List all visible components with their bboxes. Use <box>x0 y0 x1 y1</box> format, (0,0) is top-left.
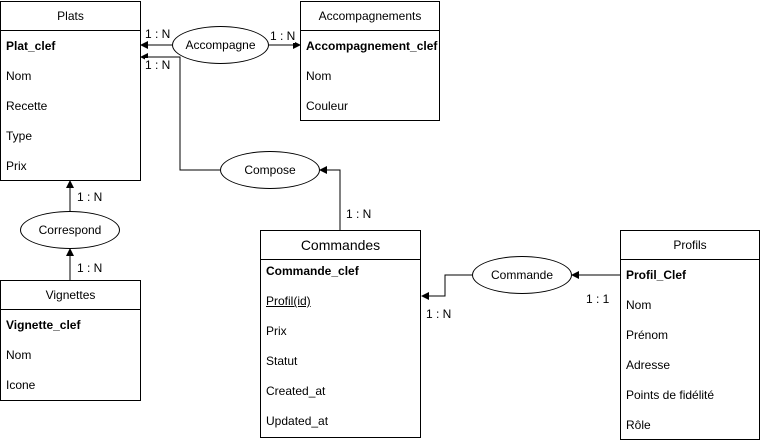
accompagnements-attr-clef: Accompagnement_clef <box>306 39 438 53</box>
relationship-correspond[interactable]: Correspond <box>20 211 120 249</box>
accompagnements-attr-nom: Nom <box>306 69 332 83</box>
card-commande-commandes: 1 : N <box>426 307 452 321</box>
commandes-attr-statut: Statut <box>266 354 298 368</box>
relationship-commande[interactable]: Commande <box>472 256 572 294</box>
profils-attr-prenom: Prénom <box>626 328 669 342</box>
profils-attr-adresse: Adresse <box>626 358 671 372</box>
entity-commandes[interactable]: Commandes Commande_clef Profil(id) Prix … <box>260 230 421 438</box>
entity-accompagnements-title: Accompagnements <box>301 2 439 31</box>
card-plats-accompagne-bottom: 1 : N <box>145 58 171 72</box>
plats-attr-prix: Prix <box>6 159 27 173</box>
commandes-attr-commande-clef: Commande_clef <box>266 264 359 278</box>
plats-attr-plat-clef: Plat_clef <box>6 39 56 53</box>
plats-attr-type: Type <box>6 129 33 143</box>
vignettes-attr-vignette-clef: Vignette_clef <box>6 318 81 332</box>
profils-attr-nom: Nom <box>626 298 652 312</box>
profils-attr-profil-clef: Profil_Clef <box>626 268 687 282</box>
commandes-attr-created-at: Created_at <box>266 384 326 398</box>
entity-vignettes-title: Vignettes <box>1 281 140 310</box>
line-commandes-compose <box>319 166 341 230</box>
card-commande-profils: 1 : 1 <box>586 292 610 306</box>
entity-vignettes[interactable]: Vignettes Vignette_clef Nom Icone <box>0 280 141 401</box>
line-commande-commandes <box>421 274 472 300</box>
card-plats-accompagne-top: 1 : N <box>145 27 171 41</box>
card-correspond-plats: 1 : N <box>77 190 103 204</box>
commandes-attr-profil-id: Profil(id) <box>266 294 311 308</box>
accompagnements-attr-couleur: Couleur <box>306 99 349 113</box>
commandes-attr-prix: Prix <box>266 324 287 338</box>
card-correspond-vignettes: 1 : N <box>77 261 103 275</box>
vignettes-attr-icone: Icone <box>6 378 36 392</box>
commandes-attr-updated-at: Updated_at <box>266 414 329 428</box>
profils-attr-role: Rôle <box>626 418 651 432</box>
line-compose-plats <box>140 53 220 171</box>
relationship-compose[interactable]: Compose <box>220 151 320 189</box>
card-accompagne-accompagnements: 1 : N <box>270 29 296 43</box>
card-compose-commandes: 1 : N <box>346 207 372 221</box>
plats-attr-nom: Nom <box>6 69 32 83</box>
vignettes-attr-nom: Nom <box>6 348 32 362</box>
plats-attr-recette: Recette <box>6 99 48 113</box>
entity-profils-title: Profils <box>621 231 759 260</box>
profils-attr-points-fidelite: Points de fidélité <box>626 388 715 402</box>
entity-plats[interactable]: Plats Plat_clef Nom Recette Type Prix <box>0 1 141 181</box>
entity-profils[interactable]: Profils Profil_Clef Nom Prénom Adresse P… <box>620 230 760 440</box>
relationship-accompagne[interactable]: Accompagne <box>172 26 269 64</box>
entity-commandes-title: Commandes <box>261 231 420 260</box>
entity-plats-title: Plats <box>1 2 140 31</box>
entity-accompagnements[interactable]: Accompagnements Accompagnement_clef Nom … <box>300 1 440 121</box>
